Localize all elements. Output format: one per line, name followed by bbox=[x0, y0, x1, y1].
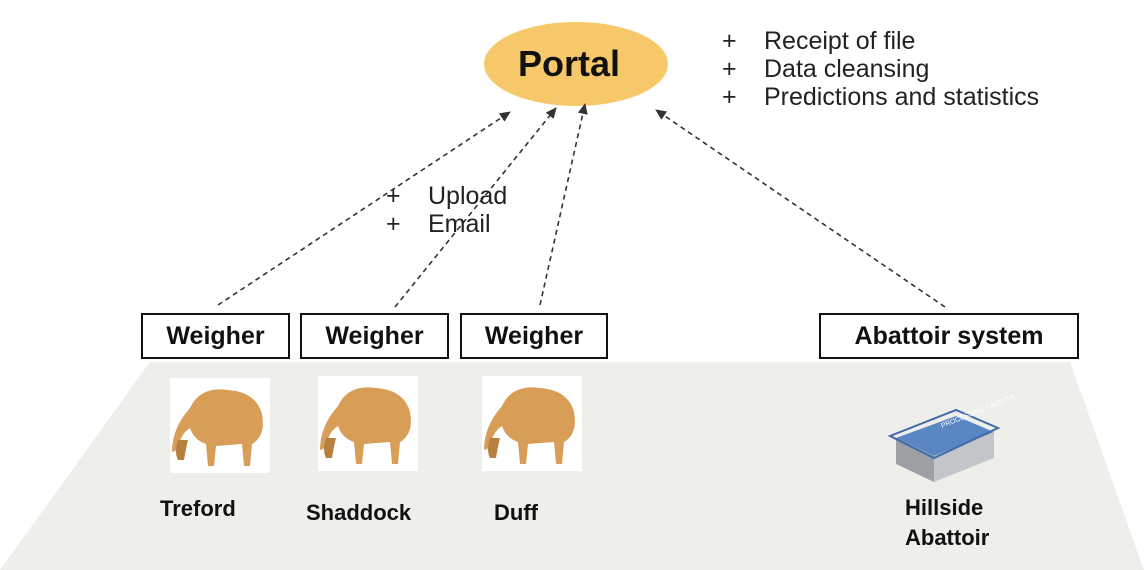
list-item: + Data cleansing bbox=[722, 55, 1039, 83]
list-item: + Receipt of file bbox=[722, 27, 1039, 55]
transfer-methods-list: + Upload + Email bbox=[386, 182, 507, 238]
list-item: + Email bbox=[386, 210, 507, 238]
method-label: Upload bbox=[428, 182, 508, 210]
plus-bullet: + bbox=[386, 182, 401, 210]
portal-ellipse bbox=[484, 22, 668, 106]
arrow-abattoir-to-portal bbox=[655, 109, 946, 308]
plus-bullet: + bbox=[722, 83, 737, 111]
weigher-box-duff: Weigher bbox=[460, 313, 608, 359]
site-name-treford: Treford bbox=[160, 496, 236, 521]
sheep-icon bbox=[482, 376, 582, 471]
site-name-duff: Duff bbox=[494, 500, 538, 525]
weigher-box-treford: Weigher bbox=[141, 313, 290, 359]
weigher-box-shaddock: Weigher bbox=[300, 313, 449, 359]
arrow-shaddock-to-portal bbox=[394, 107, 557, 308]
function-label: Data cleansing bbox=[764, 55, 930, 83]
list-item: + Upload bbox=[386, 182, 507, 210]
function-label: Predictions and statistics bbox=[764, 83, 1040, 111]
site-name-line: Abattoir bbox=[905, 525, 990, 550]
site-name-shaddock: Shaddock bbox=[306, 500, 412, 525]
plus-bullet: + bbox=[386, 210, 401, 238]
portal-functions-list: + Receipt of file + Data cleansing + Predic… bbox=[722, 27, 1039, 111]
site-name-hillside-abattoir: Hillside Abattoir bbox=[905, 493, 989, 553]
method-label: Email bbox=[428, 210, 491, 238]
sheep-icon bbox=[170, 378, 270, 473]
function-label: Receipt of file bbox=[764, 27, 916, 55]
arrow-treford-to-portal bbox=[217, 111, 511, 306]
plus-bullet: + bbox=[722, 55, 737, 83]
plus-bullet: + bbox=[722, 27, 737, 55]
list-item: + Predictions and statistics bbox=[722, 83, 1039, 111]
connector-arrows bbox=[217, 103, 946, 308]
portal-label: Portal bbox=[518, 43, 621, 84]
sheep-icon bbox=[318, 376, 418, 471]
arrow-duff-to-portal bbox=[539, 103, 588, 306]
site-name-line: Hillside bbox=[905, 495, 984, 520]
abattoir-system-box: Abattoir system bbox=[819, 313, 1079, 359]
